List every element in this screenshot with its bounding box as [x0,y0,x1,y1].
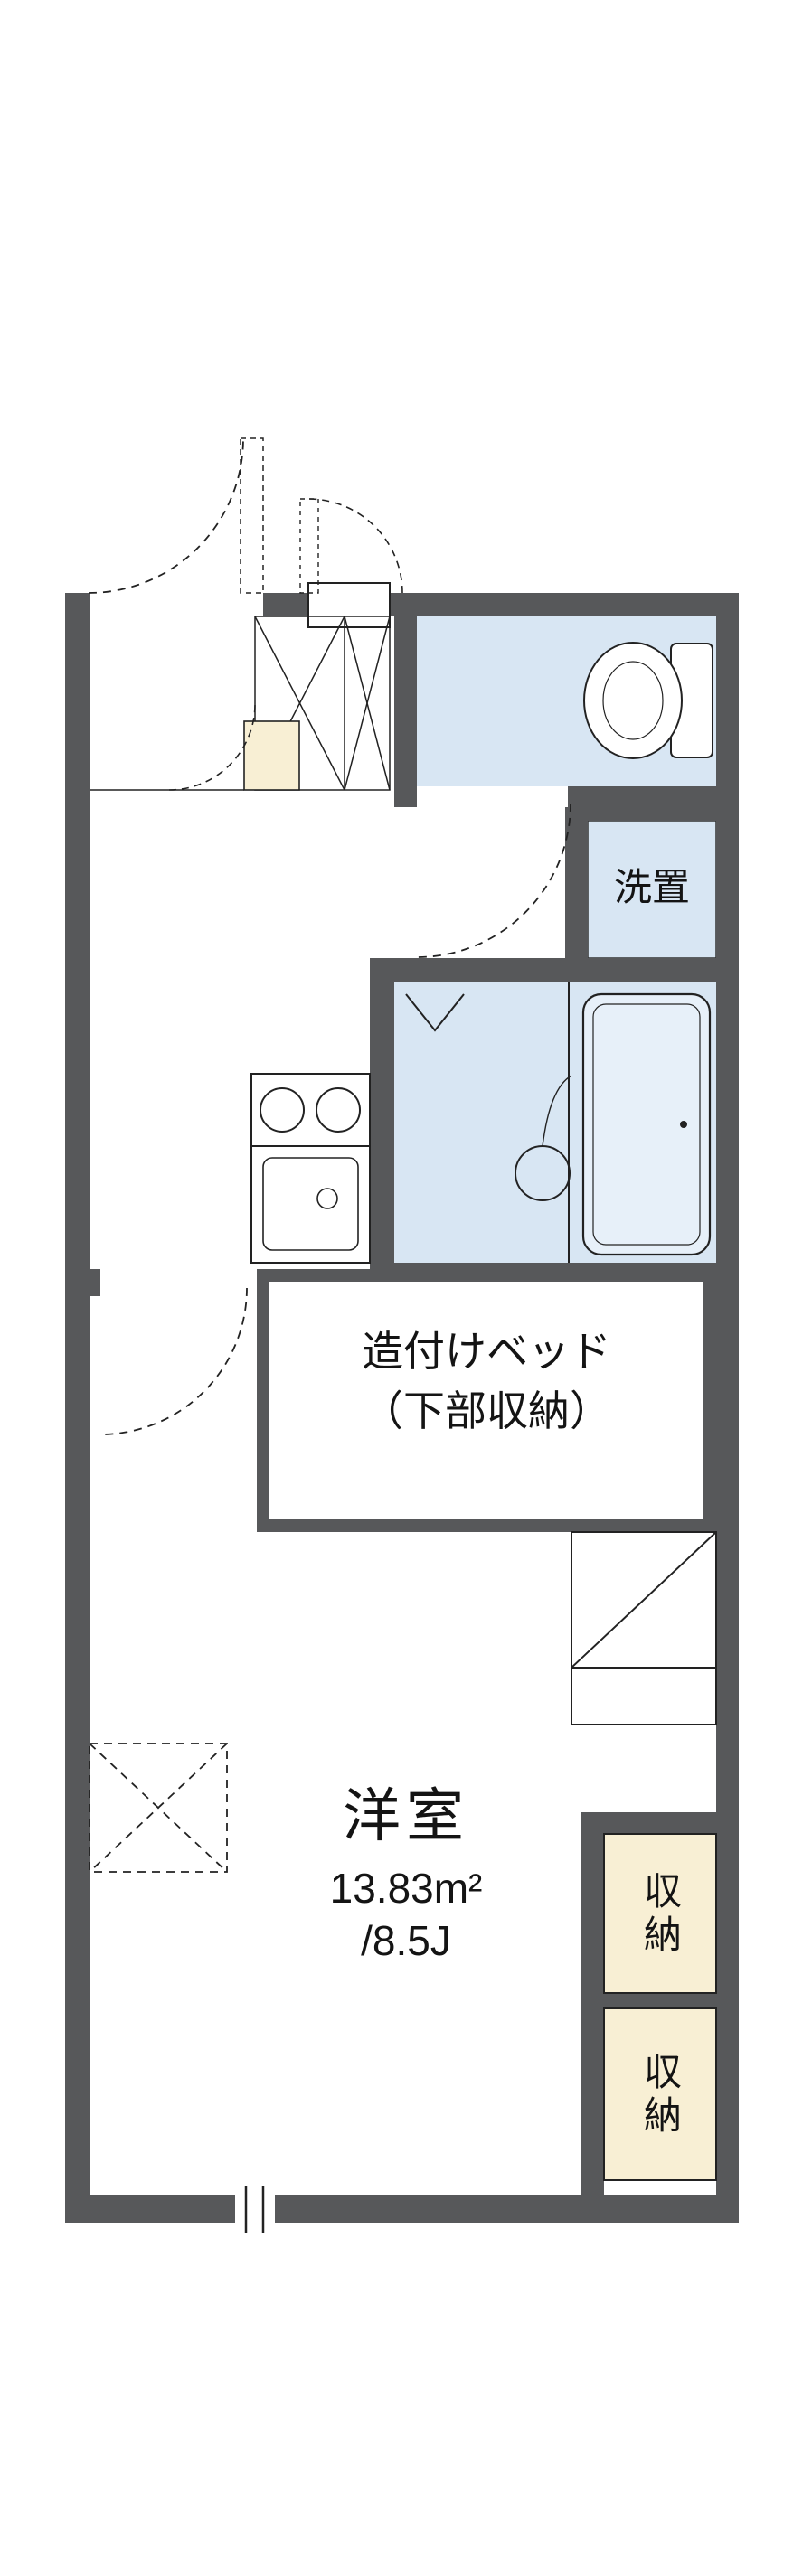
diagonal-void-icon [571,1531,717,1725]
toilet-icon [583,642,713,759]
genkan-step [243,720,300,791]
window-tick-icon [235,2186,275,2233]
outer-walls [65,593,739,2223]
faucet-v-icon [405,993,465,1032]
storage-upper-label: 収納 [638,1871,682,1958]
genkan-closet-swing [168,703,256,791]
laundry-label: 洗置 [613,866,690,908]
storage-lower-label: 収納 [638,2052,682,2139]
storage-closet-lower [603,2007,717,2181]
room-area-label: 13.83m² [329,1865,483,1912]
bathtub-icon [581,992,712,1256]
built-in-bed [257,1269,716,1532]
toilet-door-swing [416,803,571,958]
entrance-door-frame [307,582,391,628]
built-in-bed-label-line1: 造付けベッド [362,1328,611,1375]
built-in-bed-label-line2: （下部収納） [362,1387,611,1434]
room-door-swing [99,1287,248,1435]
storage-closet-upper [603,1833,717,1994]
built-in-bed-label: 造付けベッド （下部収納） [269,1321,703,1441]
stove-burners-icon [260,1087,361,1133]
entrance-side-door-swing [299,498,403,594]
entrance-door-swing [88,437,264,594]
room-area-tatami-label: /8.5J [361,1917,451,1964]
kitchen-sink-icon [262,1157,359,1251]
planned-fixture-dashed-box [89,1743,228,1873]
laundry-area [587,820,717,959]
shower-hose-line [542,1075,572,1147]
room-name-label: 洋室 [343,1783,469,1848]
